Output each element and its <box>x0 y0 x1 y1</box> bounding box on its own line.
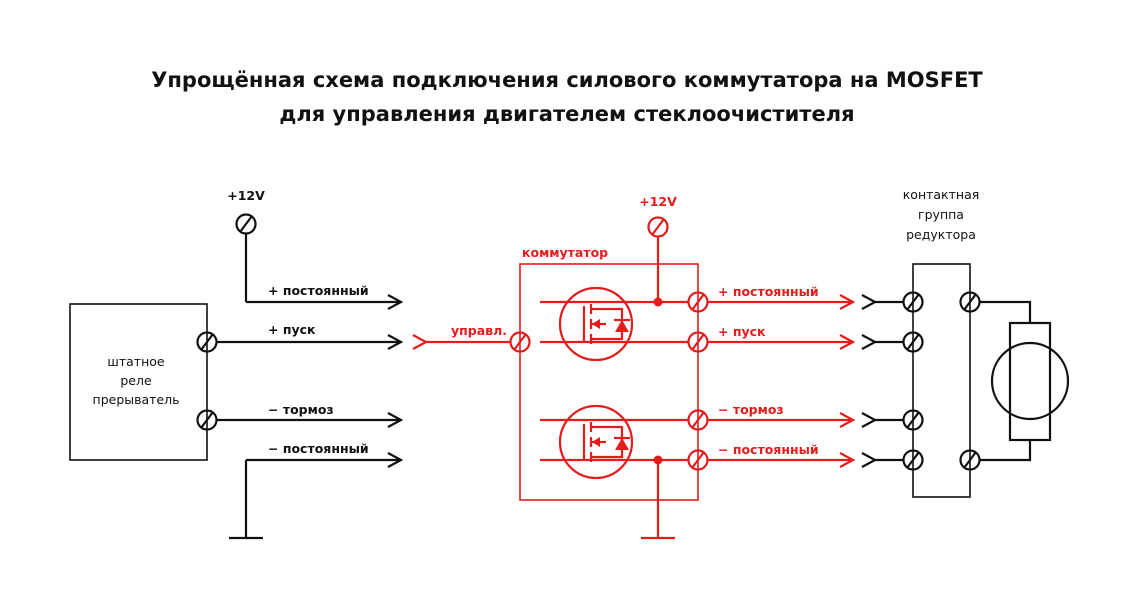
left-minus-const-arrow-icon <box>387 452 404 468</box>
left-plus-const-label: + постоянный <box>268 283 369 298</box>
out-minus-const-arrow-icon <box>839 452 856 468</box>
left-minus-brake-arrow-icon <box>387 412 404 428</box>
control-input-arrow-icon <box>412 334 429 350</box>
relay-brake-terminal-icon <box>196 409 218 431</box>
left-supply-terminal-icon <box>235 213 257 235</box>
out-plus-const-terminal-icon <box>687 291 709 313</box>
out-minus-const-label: − постоянный <box>718 442 819 457</box>
switch-supply-terminal-icon <box>647 216 669 238</box>
reducer-label-line-1: контактная <box>903 187 980 202</box>
out-plus-const-arrow-icon <box>839 294 856 310</box>
reducer-terminal-3-icon <box>902 409 924 431</box>
control-terminal-icon <box>509 331 531 353</box>
out-minus-brake-arrow-icon <box>839 412 856 428</box>
switch-supply-label: +12V <box>639 194 677 209</box>
motor-bottom-wire <box>980 440 1032 462</box>
out-minus-brake-label: − тормоз <box>718 402 784 417</box>
upper-junction-dot-icon <box>653 297 663 307</box>
reducer-section: контактная группа редуктора <box>861 187 1070 498</box>
left-supply-label: +12V <box>227 188 265 203</box>
relay-start-terminal-icon <box>196 331 218 353</box>
relay-label-line-1: штатное <box>107 354 164 369</box>
out-plus-start-label: + пуск <box>718 324 766 339</box>
reducer-label-line-3: редуктора <box>906 227 976 242</box>
out-minus-const-terminal-icon <box>687 449 709 471</box>
motor-icon <box>990 321 1070 442</box>
upper-mosfet-icon <box>558 286 634 362</box>
reducer-in-4-arrow-icon <box>861 452 878 468</box>
switch-section: +12V коммутатор управл. <box>412 194 856 540</box>
relay-label-line-2: реле <box>120 373 152 388</box>
switch-box-label: коммутатор <box>522 245 608 260</box>
out-plus-start-terminal-icon <box>687 331 709 353</box>
control-input-label: управл. <box>451 323 507 338</box>
reducer-in-1-arrow-icon <box>861 294 878 310</box>
relay-label-line-3: прерыватель <box>93 392 180 407</box>
left-minus-brake-label: − тормоз <box>268 402 334 417</box>
out-minus-brake-terminal-icon <box>687 409 709 431</box>
left-section: +12V + постоянный штатное реле прерывате… <box>69 188 404 540</box>
diagram-title-line-1: Упрощённая схема подключения силового ко… <box>151 68 983 92</box>
reducer-terminal-4-icon <box>902 449 924 471</box>
reducer-in-2-arrow-icon <box>861 334 878 350</box>
lower-mosfet-icon <box>558 404 634 480</box>
motor-terminal-bottom-icon <box>959 449 981 471</box>
motor-terminal-top-icon <box>959 291 981 313</box>
left-plus-const-arrow-icon <box>387 294 404 310</box>
reducer-contact-box <box>912 263 971 498</box>
diagram-title-line-2: для управления двигателем стеклоочистите… <box>279 102 854 126</box>
relay-box <box>69 303 208 461</box>
reducer-in-3-arrow-icon <box>861 412 878 428</box>
out-plus-const-label: + постоянный <box>718 284 819 299</box>
left-plus-start-label: + пуск <box>268 322 316 337</box>
reducer-label-line-2: группа <box>918 207 964 222</box>
out-plus-start-arrow-icon <box>839 334 856 350</box>
left-minus-const-label: − постоянный <box>268 441 369 456</box>
motor-top-wire <box>980 300 1032 323</box>
reducer-terminal-2-icon <box>902 331 924 353</box>
left-plus-start-arrow-icon <box>387 334 404 350</box>
switch-box <box>519 263 699 501</box>
reducer-terminal-1-icon <box>902 291 924 313</box>
